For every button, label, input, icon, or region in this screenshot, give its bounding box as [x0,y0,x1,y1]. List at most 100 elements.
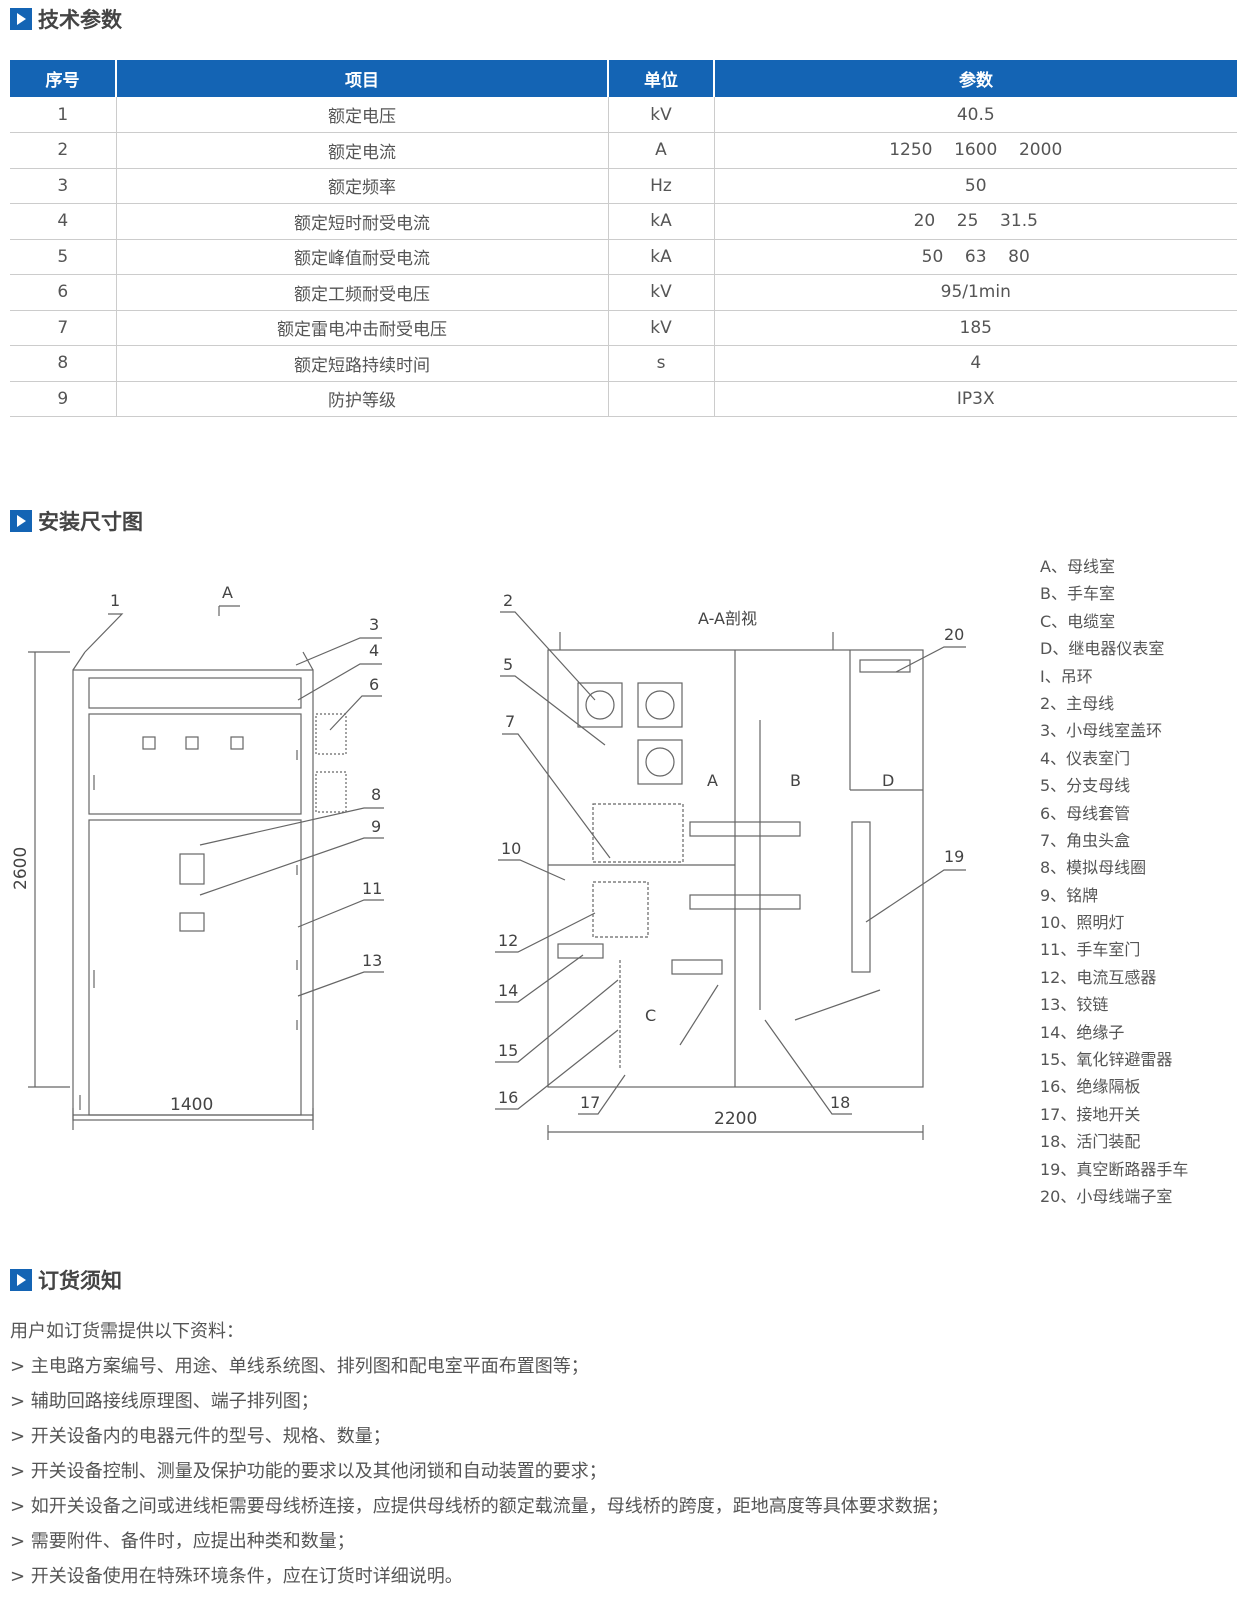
cell-value: 4 [714,345,1237,382]
leader-line [199,807,384,846]
busbar-bushing [315,713,347,755]
play-arrow-icon [10,8,32,30]
cell-unit [608,381,715,417]
legend-item: 10、照明灯 [1040,913,1125,933]
leader-line [498,859,566,881]
lifting-ring-left [72,651,86,671]
cell-item: 额定电流 [116,132,609,169]
compartment-label-d: D [882,771,894,790]
section-title-text: 安装尺寸图 [38,510,143,534]
compartment-label-a: A [707,771,718,790]
main-busbar [585,690,615,720]
callout-number: 11 [362,879,382,898]
legend-item: 9、铭牌 [1040,885,1099,905]
cell-no: 2 [10,132,117,169]
leader-line [764,1019,852,1115]
cell-item: 额定峰值耐受电流 [116,239,609,275]
cell-item: 防护等级 [116,381,609,417]
section-title-tech-params: 技术参数 [10,4,122,34]
cell-unit: kV [608,310,715,346]
header-value: 参数 [714,60,1237,97]
meter-window [185,736,199,750]
section-title-text: 订货须知 [38,1269,122,1293]
cell-no: 5 [10,239,117,275]
leader-line [297,663,382,701]
main-busbar [637,682,683,728]
cell-no: 3 [10,168,117,204]
cell-no: 4 [10,203,117,240]
callout-number: 1 [110,591,120,610]
section-view-title: A-A剖视 [698,609,757,628]
header-item: 项目 [116,60,609,97]
legend-item: A、母线室 [1040,557,1115,576]
main-busbar [645,747,675,777]
upper-contact-arm [689,821,801,837]
order-notice-list: 用户如订货需提供以下资料： > 主电路方案编号、用途、单线系统图、排列图和配电室… [10,1314,949,1594]
section-mark-label: A [222,583,233,602]
cell-unit: kA [608,239,715,275]
header-no: 序号 [10,60,117,97]
leader-line [495,979,619,1063]
busbar-bushing [315,771,347,813]
callout-number: 5 [503,655,513,674]
legend-item: 13、铰链 [1040,995,1109,1015]
cell-value: 1250 1600 2000 [714,132,1237,169]
leader-line [895,646,966,673]
insulator [671,959,723,975]
section-title-order-notice: 订货须知 [10,1265,122,1295]
cell-unit: kV [608,97,715,133]
legend-item: 17、接地开关 [1040,1104,1141,1124]
callout-number: 13 [362,951,382,970]
callout-number: 6 [369,675,379,694]
cell-no: 7 [10,310,117,346]
main-busbar [637,739,683,785]
cell-no: 1 [10,97,117,133]
callout-number: 10 [501,839,521,858]
legend-item: 5、分支母线 [1040,776,1131,796]
front-view: A 2600 1400 [11,583,347,1130]
handcart-door [88,819,302,1116]
contact-box [592,803,684,863]
order-item: > 开关设备使用在特殊环境条件，应在订货时详细说明。 [10,1566,463,1587]
installation-drawing: A 2600 1400 A-A剖视 [11,583,966,1140]
legend-item: 16、绝缘隔板 [1040,1077,1141,1097]
cell-value: 95/1min [714,274,1237,311]
cell-item: 额定工频耐受电压 [116,274,609,311]
handcart-linkage [794,989,881,1021]
nameplate [179,912,205,932]
instrument-door [88,713,302,815]
leader-line [297,899,384,928]
leader-line [578,1074,626,1115]
cell-unit: kV [608,274,715,311]
leader-line [500,611,596,701]
terminal-strip [859,659,911,673]
meter-window [142,736,156,750]
cell-unit: Hz [608,168,715,204]
small-busbar-cover [88,677,302,709]
cell-value: 20 25 31.5 [714,203,1237,240]
leader-line [295,637,382,666]
legend-item: I、吊环 [1040,666,1093,686]
legend-item: 7、角虫头盒 [1040,830,1131,850]
cell-unit: s [608,345,715,382]
callout-number: 20 [944,625,964,644]
breaker-handcart [851,821,871,973]
header-unit: 单位 [608,60,715,97]
legend-item: 19、真空断路器手车 [1040,1159,1189,1179]
order-item: > 开关设备内的电器元件的型号、规格、数量； [10,1426,391,1447]
legend-item: 6、母线套管 [1040,803,1131,823]
table-header-row: 序号 项目 单位 参数 [10,60,1237,97]
callout-number: 8 [371,785,381,804]
legend-item: 15、氧化锌避雷器 [1040,1050,1173,1070]
height-dimension-label: 2600 [11,847,31,890]
leader-line [502,733,611,859]
legend-item: 14、绝缘子 [1040,1022,1125,1042]
callout-number: 2 [503,591,513,610]
callout-number: 16 [498,1088,518,1107]
legend-item: C、电缆室 [1040,611,1116,631]
